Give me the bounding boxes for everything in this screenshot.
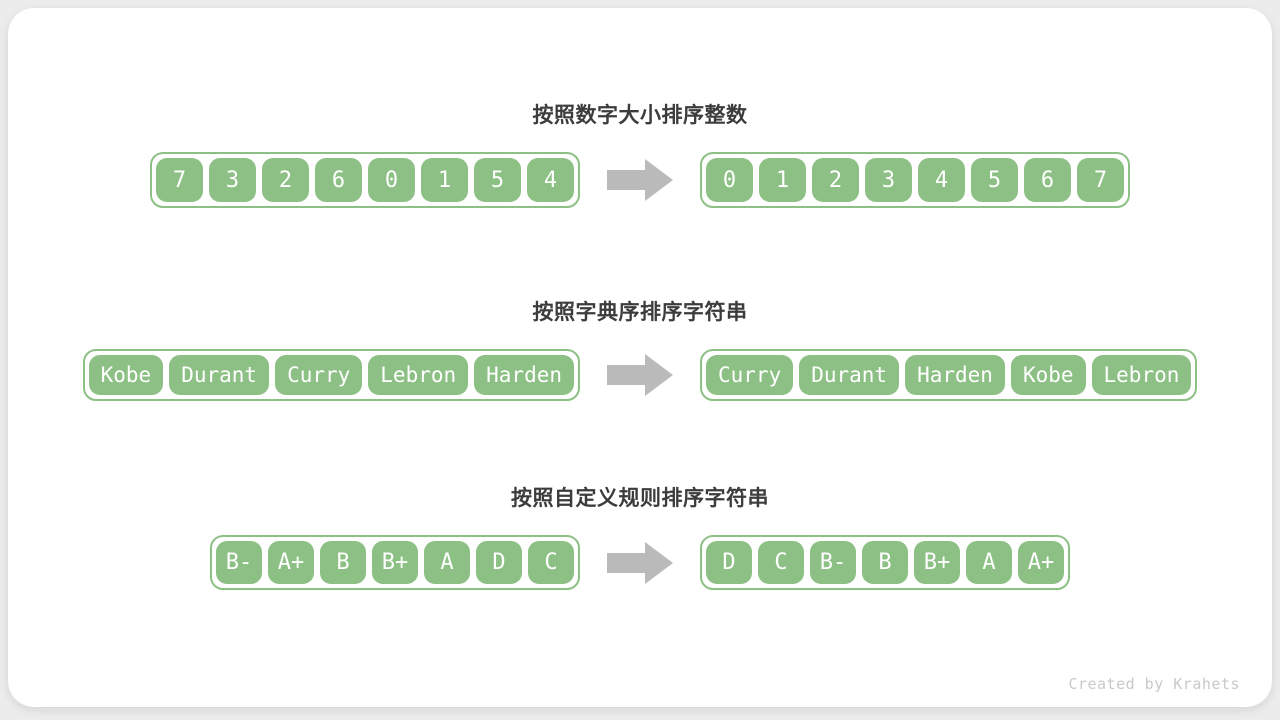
arrow-right-icon — [607, 157, 673, 203]
array-cell: 7 — [1077, 158, 1124, 202]
array-cell: C — [528, 541, 574, 584]
array-cell: B+ — [914, 541, 960, 584]
array-cell: 4 — [527, 158, 574, 202]
array-cell: 1 — [421, 158, 468, 202]
array-cell: B- — [810, 541, 856, 584]
array-cell: Harden — [474, 355, 574, 395]
array-cell: Curry — [275, 355, 363, 395]
array-cell: Durant — [169, 355, 270, 395]
array-cell: 5 — [474, 158, 521, 202]
array-cell: D — [706, 541, 752, 584]
arrow-right-icon — [607, 540, 673, 586]
array-cell: A+ — [1018, 541, 1064, 584]
array-cell: Harden — [905, 355, 1005, 395]
array-cell: 2 — [262, 158, 309, 202]
array-cell: A — [424, 541, 470, 584]
array-cell: C — [758, 541, 804, 584]
array-cell: 1 — [759, 158, 806, 202]
array-cell: 6 — [1024, 158, 1071, 202]
array-cell: A+ — [268, 541, 314, 584]
array-cell: Curry — [706, 355, 794, 395]
section-title: 按照字典序排序字符串 — [532, 301, 748, 324]
array-cell: 3 — [865, 158, 912, 202]
array-cell: D — [476, 541, 522, 584]
array-cell: Kobe — [1010, 355, 1086, 395]
array-cell: A — [966, 541, 1012, 584]
array-cell: Kobe — [88, 355, 164, 395]
array-cell: 3 — [209, 158, 256, 202]
array-cell: B — [320, 541, 366, 584]
array-cell: Lebron — [368, 355, 469, 395]
array-cell: B- — [216, 541, 262, 584]
array-cell: 0 — [706, 158, 753, 202]
array-cell: 5 — [971, 158, 1018, 202]
array-cell: B+ — [372, 541, 418, 584]
array-cell: 4 — [918, 158, 965, 202]
array-cell: Lebron — [1091, 355, 1192, 395]
section-title: 按照自定义规则排序字符串 — [511, 487, 769, 510]
arrow-right-icon — [607, 352, 673, 398]
section-title: 按照数字大小排序整数 — [532, 104, 748, 127]
array-cell: 6 — [315, 158, 362, 202]
array-cell: 2 — [812, 158, 859, 202]
array-cell: B — [862, 541, 908, 584]
array-cell: 0 — [368, 158, 415, 202]
credit-text: Created by Krahets — [1068, 675, 1240, 693]
array-cell: 7 — [156, 158, 203, 202]
array-cell: Durant — [799, 355, 900, 395]
